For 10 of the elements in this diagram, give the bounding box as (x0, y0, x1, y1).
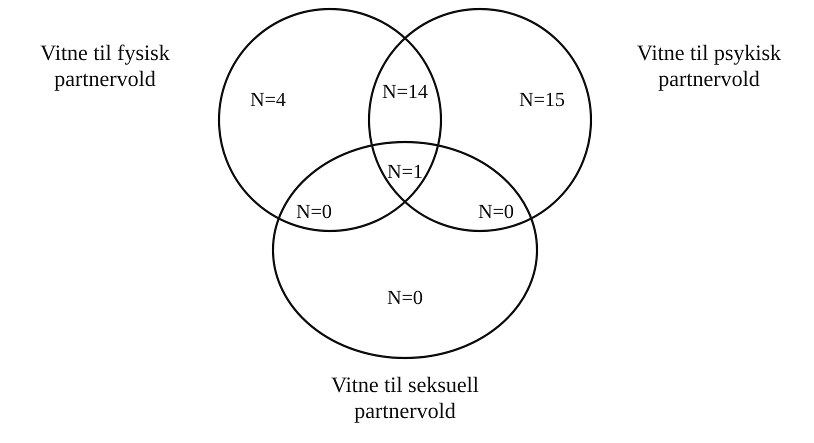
set-label: Vitne til seksuell partnervold (330, 372, 480, 424)
count-label: N=14 (382, 81, 428, 103)
set-label: Vitne til fysisk partnervold (39, 40, 171, 92)
count-label: N=15 (519, 89, 565, 111)
count-label: N=0 (296, 201, 332, 223)
count-label: N=4 (250, 89, 286, 111)
count-label: N=0 (478, 201, 514, 223)
set-label: Vitne til psykisk partnervold (636, 40, 782, 92)
count-label: N=1 (387, 161, 423, 183)
count-label: N=0 (387, 287, 423, 309)
